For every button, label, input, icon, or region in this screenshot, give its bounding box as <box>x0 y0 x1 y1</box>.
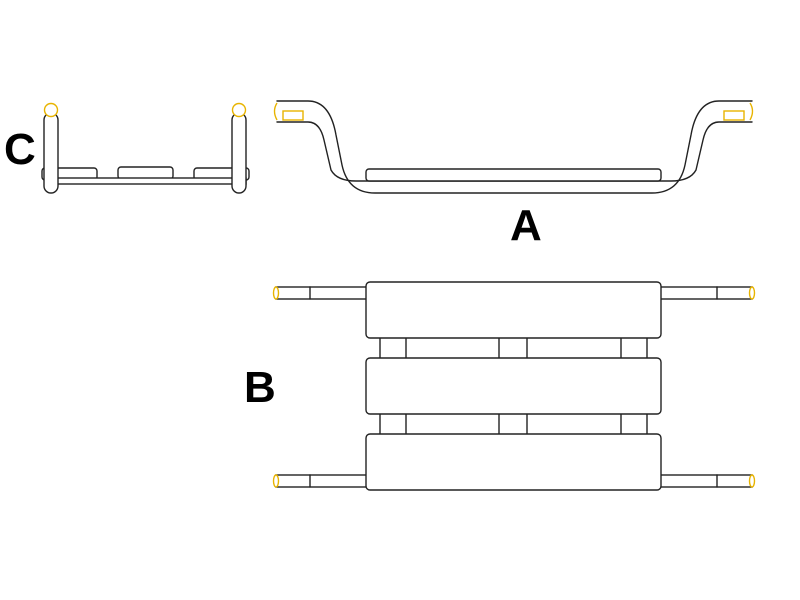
view-a-frame-outer <box>276 100 753 194</box>
view-a-connector-right <box>723 110 745 121</box>
view-b-tube-end-top-left <box>272 286 280 300</box>
view-b-rail-left-segment-1 <box>379 336 407 360</box>
view-b-slat-middle <box>365 357 662 415</box>
view-b-tube-end-top-right <box>748 286 756 300</box>
view-a-seat-slat <box>365 168 662 182</box>
label-c: C <box>4 125 36 174</box>
view-b-tube-bottom-left <box>275 474 369 488</box>
view-c-post-right <box>231 112 247 194</box>
view-a-side-view <box>273 100 754 194</box>
view-b-tube-top-right <box>657 286 753 300</box>
view-b-slat-top <box>365 281 662 339</box>
view-b-tube-end-bottom-right <box>748 474 756 488</box>
view-b-tube-top-left <box>275 286 369 300</box>
view-b-rail-middle-segment-1 <box>498 336 528 360</box>
view-c-post-left <box>43 112 59 194</box>
view-b-tube-bottom-right <box>657 474 753 488</box>
label-a: A <box>510 201 542 250</box>
label-b: B <box>244 363 276 412</box>
view-c-tube-end-left <box>43 102 59 118</box>
view-b-tube-end-bottom-left <box>272 474 280 488</box>
view-b-rail-left-segment-2 <box>379 412 407 436</box>
view-a-tube-end-left <box>273 102 278 121</box>
view-c-tube-end-right <box>231 102 247 118</box>
view-a-tube-end-right <box>749 102 754 121</box>
view-c-crossbar <box>45 177 247 185</box>
view-b-rail-right-segment-2 <box>620 412 648 436</box>
view-c-end-view <box>41 102 250 194</box>
view-b-top-view <box>272 281 756 491</box>
view-b-slat-bottom <box>365 433 662 491</box>
view-b-rail-right-segment-1 <box>620 336 648 360</box>
view-c-slat-middle <box>117 166 174 180</box>
view-a-connector-left <box>282 110 304 121</box>
view-b-rail-middle-segment-2 <box>498 412 528 436</box>
